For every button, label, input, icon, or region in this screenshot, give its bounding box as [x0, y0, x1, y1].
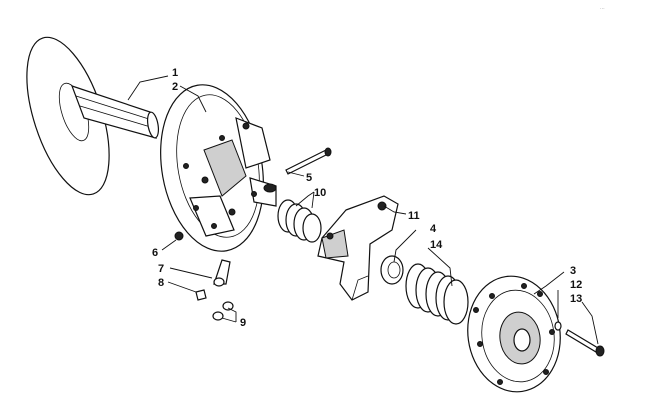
callout-8: 8 [158, 277, 164, 289]
part-sheave-shaft [26, 36, 160, 196]
callout-12: 12 [570, 279, 582, 291]
callout-11: 11 [408, 210, 420, 222]
callout-10: 10 [314, 187, 326, 199]
part-cover-3 [467, 275, 561, 393]
leader-lines [127, 75, 599, 345]
callout-5: 5 [306, 172, 312, 184]
part-spring-14 [405, 263, 469, 325]
callout-7: 7 [158, 263, 164, 275]
callout-4: 4 [430, 223, 437, 235]
corner-code: ... [600, 5, 605, 11]
part-bushing-4 [380, 255, 404, 285]
part-spider-11 [317, 195, 399, 301]
part-washers-9 [212, 301, 234, 321]
part-link-7 [213, 259, 231, 287]
callout-2: 2 [172, 81, 178, 93]
callout-6: 6 [152, 247, 158, 259]
callout-13: 13 [570, 293, 582, 305]
callout-1: 1 [172, 67, 178, 79]
part-springs-10 [277, 199, 322, 243]
part-pin-8 [195, 289, 207, 301]
callout-9: 9 [240, 317, 246, 329]
callout-3: 3 [570, 265, 576, 277]
part-nut-6 [174, 231, 184, 241]
part-bolt-13 [565, 329, 605, 357]
part-washer-12 [554, 321, 562, 331]
callout-14: 14 [430, 239, 443, 251]
part-bolt-5 [285, 147, 332, 175]
callout-labels: 1 2 3 4 5 6 7 8 9 10 11 12 13 14 [152, 67, 582, 329]
part-movable-sheave [160, 84, 277, 252]
